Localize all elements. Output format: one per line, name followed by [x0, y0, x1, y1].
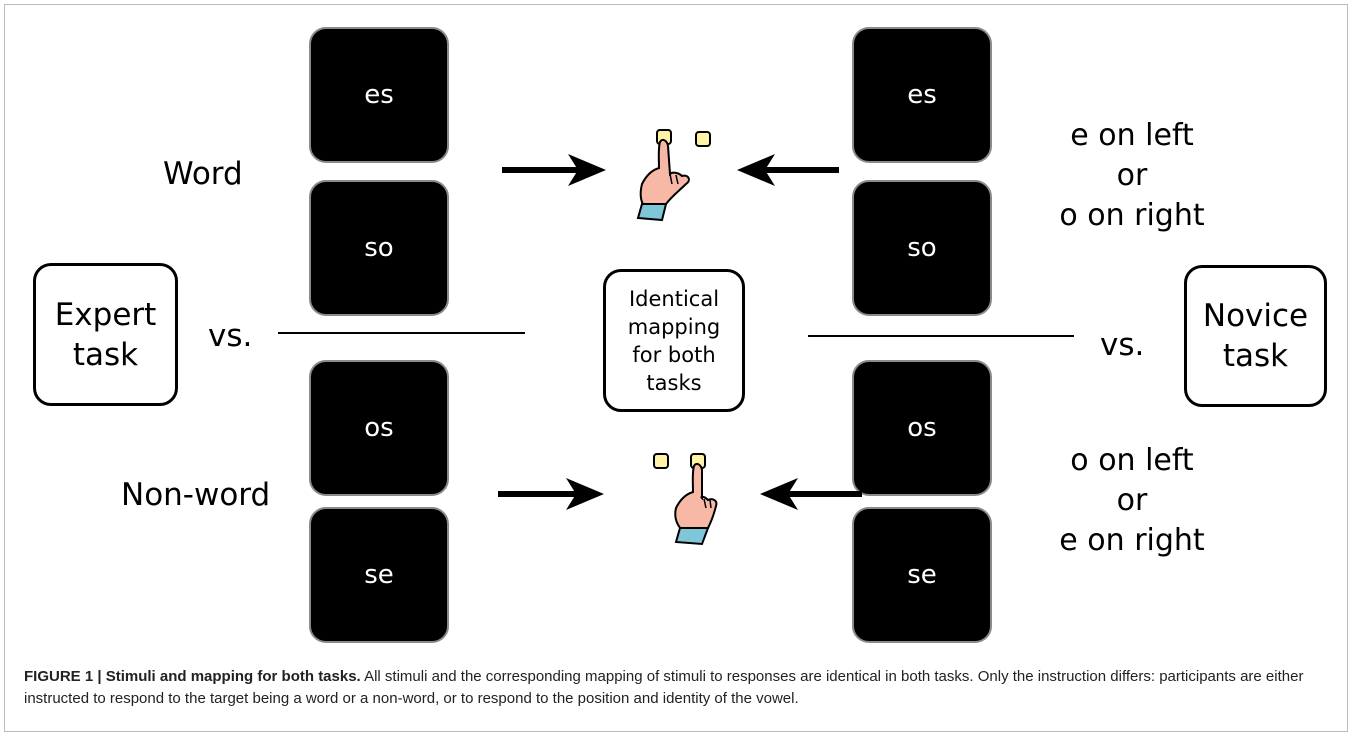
- stimulus-right-1: es: [852, 27, 992, 163]
- hand-press-left-icon: [636, 129, 711, 222]
- caption-text: All stimuli and the corresponding mappin…: [24, 668, 1304, 707]
- row-label-word: Word: [163, 156, 243, 192]
- arrow-left-icon-top: [737, 154, 839, 186]
- stimulus-left-1: es: [309, 27, 449, 163]
- stimulus-left-2: so: [309, 180, 449, 316]
- vs-right: vs.: [1100, 327, 1145, 363]
- divider-right: [808, 335, 1074, 337]
- novice-task-box: Novice task: [1184, 265, 1327, 407]
- identical-mapping-box: Identical mapping for both tasks: [603, 269, 745, 412]
- stimulus-left-4: se: [309, 507, 449, 643]
- stimulus-right-4: se: [852, 507, 992, 643]
- vs-left: vs.: [208, 318, 253, 354]
- arrow-left-icon-bottom: [760, 478, 862, 510]
- rule-bottom-text: o on left or e on right: [1059, 443, 1205, 558]
- stimulus-right-2: so: [852, 180, 992, 316]
- figure-caption: FIGURE 1 | Stimuli and mapping for both …: [24, 666, 1334, 710]
- divider-left: [278, 332, 525, 334]
- rule-top-text: e on left or o on right: [1059, 118, 1205, 233]
- stimulus-left-3: os: [309, 360, 449, 496]
- caption-title: FIGURE 1 | Stimuli and mapping for both …: [24, 668, 361, 685]
- figure-frame: [4, 4, 1348, 732]
- row-label-nonword: Non-word: [121, 477, 271, 513]
- expert-task-box: Expert task: [33, 263, 178, 406]
- arrow-right-icon-bottom: [498, 478, 604, 510]
- stimulus-right-3: os: [852, 360, 992, 496]
- hand-press-right-icon: [653, 453, 718, 546]
- arrow-right-icon-top: [502, 154, 606, 186]
